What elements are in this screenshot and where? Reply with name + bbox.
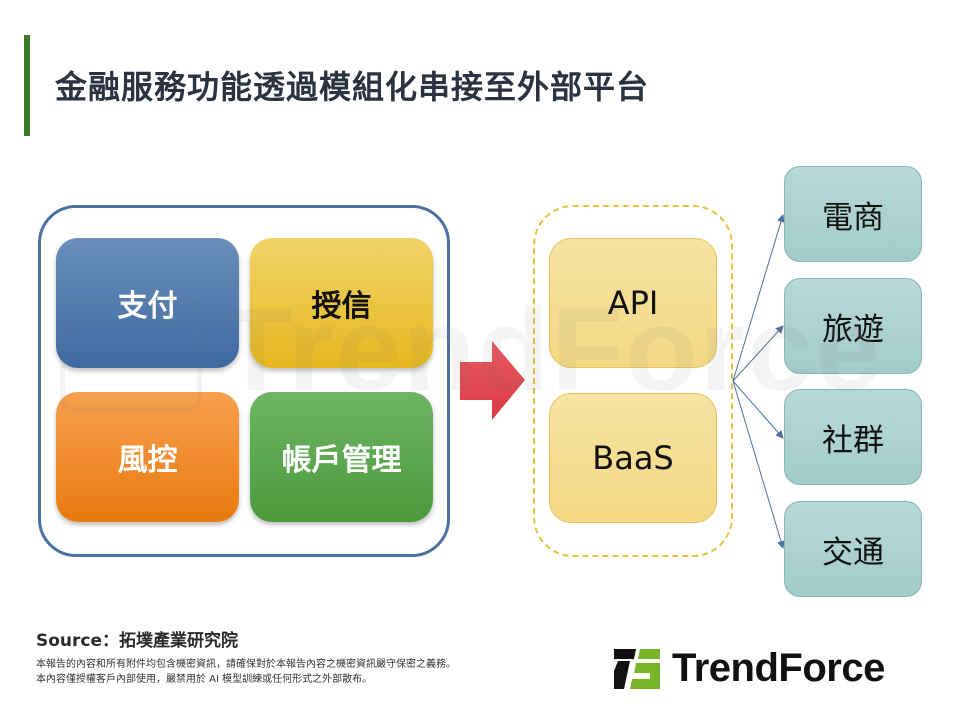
platform-label: 社群 <box>822 422 884 459</box>
connector-to-social <box>732 380 784 439</box>
module-risk-control: 風控 <box>56 392 239 522</box>
platform-travel: 旅遊 <box>784 278 922 374</box>
connector-to-ecommerce <box>732 214 785 382</box>
platform-label: 旅遊 <box>822 311 884 348</box>
module-label: 帳戶管理 <box>281 443 402 478</box>
connector-to-transport <box>732 380 785 549</box>
trendforce-logo-icon <box>614 649 660 689</box>
right-arrow-icon <box>460 341 525 420</box>
platform-ecommerce: 電商 <box>784 166 922 262</box>
page-title: 金融服務功能透過模組化串接至外部平台 <box>55 68 650 106</box>
interface-label: BaaS <box>592 439 674 477</box>
platform-transport: 交通 <box>784 501 922 597</box>
connector-to-travel <box>732 325 784 382</box>
platform-social: 社群 <box>784 389 922 485</box>
module-account-management: 帳戶管理 <box>250 392 433 522</box>
module-label: 授信 <box>311 289 372 324</box>
module-label: 支付 <box>117 289 178 324</box>
disclaimer-line-1: 本報告的內容和所有附件均包含機密資訊，請確保對於本報告內容之機密資訊嚴守保密之義… <box>36 659 456 670</box>
title-accent-bar <box>24 35 30 136</box>
interface-api: API <box>549 238 717 368</box>
disclaimer: 本報告的內容和所有附件均包含機密資訊，請確保對於本報告內容之機密資訊嚴守保密之義… <box>36 657 456 687</box>
interfaces-dashed-frame <box>533 205 733 557</box>
brand-name: TrendForce <box>672 645 885 690</box>
platform-label: 交通 <box>822 534 884 571</box>
brand-logo: TrendForce <box>612 645 885 691</box>
module-credit: 授信 <box>250 238 433 368</box>
module-label: 風控 <box>117 443 178 478</box>
disclaimer-line-2: 本內容僅授權客戶內部使用，嚴禁用於 AI 模型訓練或任何形式之外部散布。 <box>36 674 373 685</box>
interface-label: API <box>607 284 659 322</box>
source-note: Source：拓墣產業研究院 <box>36 631 239 651</box>
interface-baas: BaaS <box>549 393 717 523</box>
module-payment: 支付 <box>56 238 239 368</box>
platform-label: 電商 <box>822 199 884 236</box>
